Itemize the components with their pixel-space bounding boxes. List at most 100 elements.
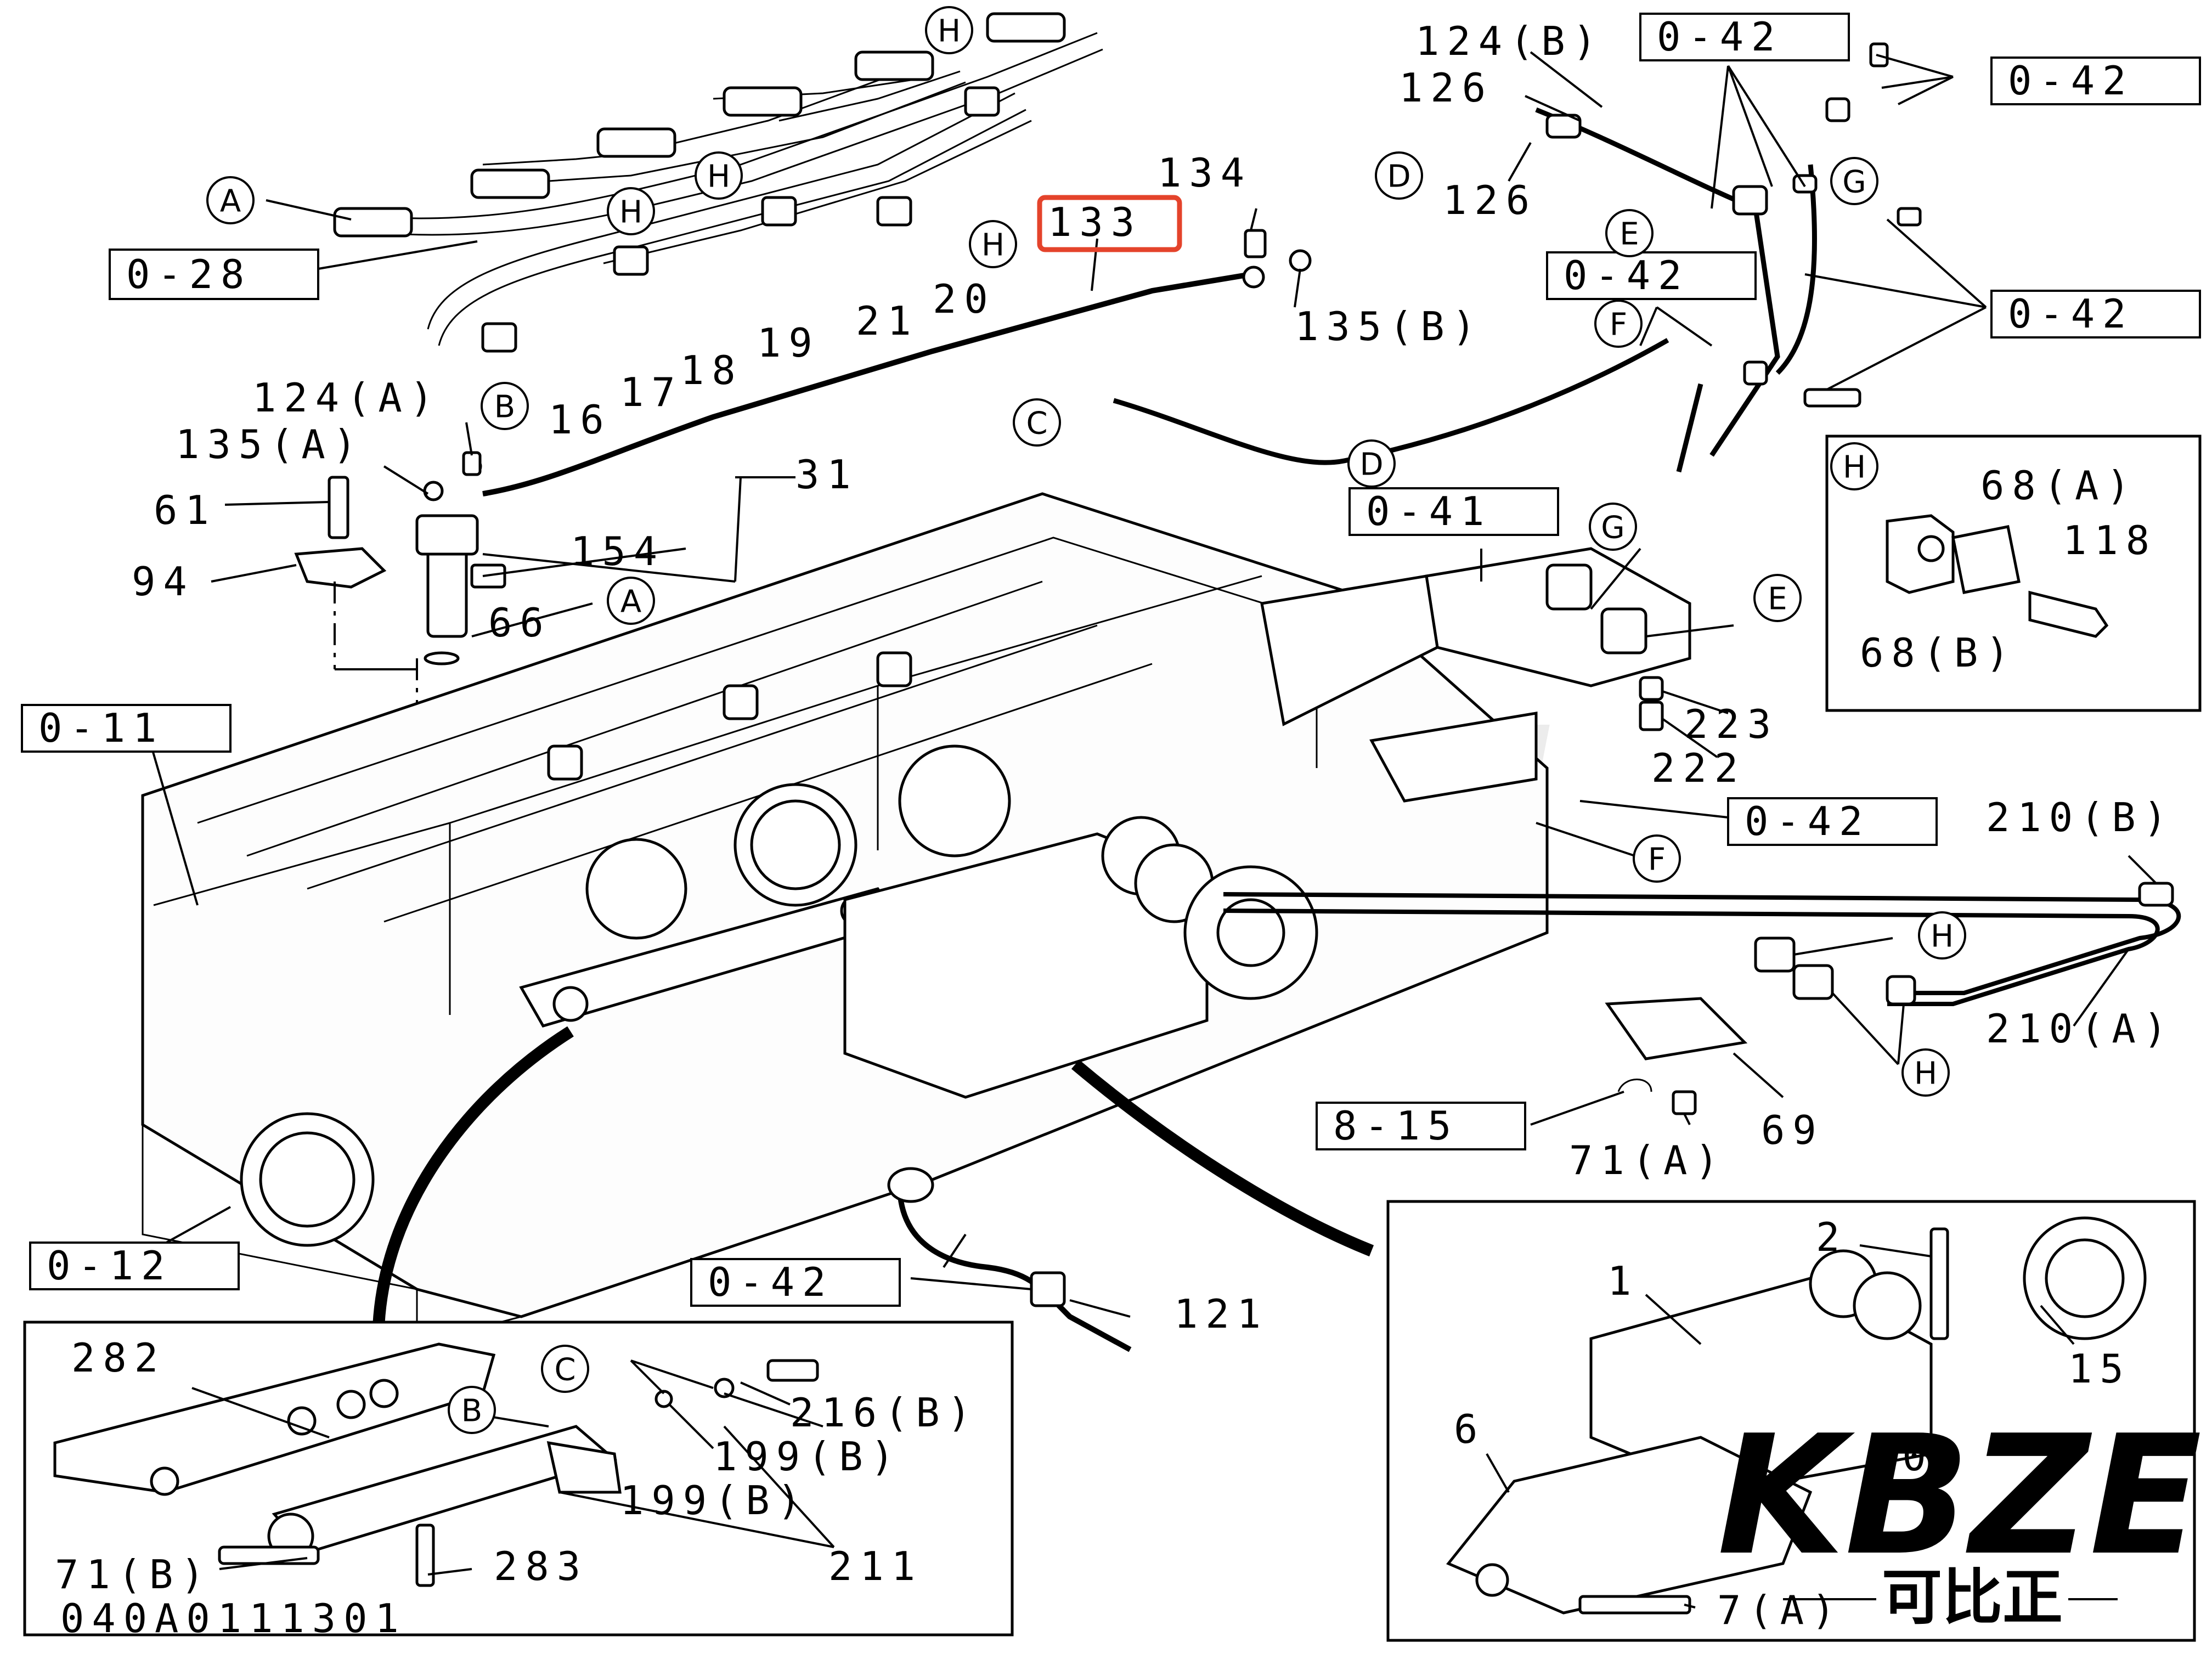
label-71b[interactable]: 71(B) xyxy=(55,1551,212,1598)
label-135a[interactable]: 135(A) xyxy=(176,421,364,467)
drawing-number: 040A0111301 xyxy=(60,1595,407,1641)
callout-e-mid[interactable]: E xyxy=(1768,582,1787,617)
label-134[interactable]: 134 xyxy=(1158,150,1252,196)
label-199b-upper[interactable]: 199(B) xyxy=(713,1434,902,1480)
ref-8-15: 8-15 xyxy=(1333,1103,1459,1149)
label-10[interactable]: 10 xyxy=(1871,1434,1934,1480)
callout-a-top[interactable]: A xyxy=(220,184,241,219)
nut-223 xyxy=(1639,676,1664,701)
label-18[interactable]: 18 xyxy=(680,347,743,393)
callout-h-1[interactable]: H xyxy=(619,195,642,230)
label-124a[interactable]: 124(A) xyxy=(252,375,441,421)
ref-0-41: 0-41 xyxy=(1366,488,1492,534)
callout-h-4[interactable]: H xyxy=(981,228,1005,263)
label-282[interactable]: 282 xyxy=(71,1335,166,1381)
ref-0-42-mid: 0-42 xyxy=(1564,252,1689,298)
injector-assembly xyxy=(294,476,506,856)
fuel-return-pipe-133 xyxy=(423,229,1312,501)
fuel-filter-bracket xyxy=(1260,547,1691,803)
ref-0-42-top-right: 0-42 xyxy=(2008,58,2134,104)
label-71a[interactable]: 71(A) xyxy=(1569,1137,1726,1183)
callout-h-2[interactable]: H xyxy=(938,14,961,49)
label-69[interactable]: 69 xyxy=(1761,1107,1824,1153)
label-6[interactable]: 6 xyxy=(1454,1406,1485,1452)
pipe-121 xyxy=(887,1167,1132,1352)
callout-d-top[interactable]: D xyxy=(1387,159,1410,195)
washer-135b xyxy=(1289,249,1312,272)
callout-f-mid[interactable]: F xyxy=(1648,842,1666,878)
label-61[interactable]: 61 xyxy=(154,487,217,533)
ref-0-42-right: 0-42 xyxy=(2008,291,2134,337)
label-121[interactable]: 121 xyxy=(1174,1291,1268,1337)
label-68a[interactable]: 68(A) xyxy=(1980,462,2138,509)
callout-b-inset[interactable]: B xyxy=(461,1393,482,1429)
inset-supply-pump xyxy=(1386,1200,2196,1642)
callout-e-top[interactable]: E xyxy=(1620,217,1639,252)
kbze-watermark: KBZE 可比正 xyxy=(1717,1400,2202,1633)
label-210a[interactable]: 210(A) xyxy=(1986,1006,2175,1052)
label-118[interactable]: 118 xyxy=(2063,517,2157,563)
label-19[interactable]: 19 xyxy=(757,320,820,366)
callout-c[interactable]: C xyxy=(1026,406,1047,442)
label-16[interactable]: 16 xyxy=(549,397,612,443)
ref-0-12: 0-12 xyxy=(47,1243,172,1289)
label-94[interactable]: 94 xyxy=(132,558,195,605)
ref-0-42-low: 0-42 xyxy=(708,1259,833,1305)
callout-f-top[interactable]: F xyxy=(1610,307,1627,343)
label-216b[interactable]: 216(B) xyxy=(790,1390,979,1436)
callout-g-mid[interactable]: G xyxy=(1601,510,1624,546)
bolt-134 xyxy=(1244,229,1267,258)
leader-lines xyxy=(131,51,2157,1609)
ref-0-42-fuel: 0-42 xyxy=(1745,798,1870,844)
label-15[interactable]: 15 xyxy=(2068,1346,2131,1392)
label-126-top[interactable]: 126 xyxy=(1399,65,1493,111)
callout-h-inset[interactable]: H xyxy=(1843,450,1866,486)
ref-0-11: 0-11 xyxy=(38,705,164,751)
sleeve-222 xyxy=(1639,701,1664,731)
label-20[interactable]: 20 xyxy=(933,276,996,322)
label-1[interactable]: 1 xyxy=(1607,1258,1639,1304)
part-labels: 134 135(B) 20 21 19 18 17 16 124(A) 135(… xyxy=(55,18,2175,1641)
callout-b-top[interactable]: B xyxy=(494,390,515,425)
label-154[interactable]: 154 xyxy=(571,528,665,574)
label-21[interactable]: 21 xyxy=(856,298,919,344)
bracket-69 xyxy=(1605,997,1748,1060)
label-211[interactable]: 211 xyxy=(828,1543,923,1589)
ref-0-42-top: 0-42 xyxy=(1657,14,1782,60)
label-68b[interactable]: 68(B) xyxy=(1860,630,2017,676)
highlight-box-133 xyxy=(1037,195,1182,252)
label-7a[interactable]: 7(A) xyxy=(1717,1587,1843,1633)
label-124b[interactable]: 124(B) xyxy=(1415,18,1604,64)
label-210b[interactable]: 210(B) xyxy=(1986,794,2175,840)
watermark-subtitle: 可比正 xyxy=(1882,1562,2063,1633)
label-199b-lower[interactable]: 199(B) xyxy=(620,1477,809,1523)
injection-pipe-assembly xyxy=(333,12,1103,353)
callout-a-injector[interactable]: A xyxy=(620,584,641,620)
callout-h-6[interactable]: H xyxy=(1914,1056,1937,1092)
callout-h-3[interactable]: H xyxy=(707,159,730,195)
label-2[interactable]: 2 xyxy=(1816,1214,1847,1260)
fuel-feed-pipes-right xyxy=(1113,42,1922,473)
label-126-bottom[interactable]: 126 xyxy=(1443,177,1537,223)
label-223[interactable]: 223 xyxy=(1684,701,1779,747)
label-17[interactable]: 17 xyxy=(620,369,683,415)
callout-d-mid[interactable]: D xyxy=(1359,447,1383,483)
supply-pump-center xyxy=(843,816,1318,1099)
clamp-94 xyxy=(294,547,387,589)
callout-c-inset[interactable]: C xyxy=(554,1352,575,1388)
label-31[interactable]: 31 xyxy=(795,452,859,498)
label-135b[interactable]: 135(B) xyxy=(1295,303,1483,349)
label-133[interactable]: 133 xyxy=(1048,199,1142,245)
callout-g-top[interactable]: G xyxy=(1842,165,1866,200)
inset-h xyxy=(1825,435,2202,712)
pipe-210 xyxy=(1223,882,2181,1115)
label-66[interactable]: 66 xyxy=(488,600,551,646)
callout-h-5[interactable]: H xyxy=(1931,919,1954,955)
label-283[interactable]: 283 xyxy=(494,1543,588,1589)
label-222[interactable]: 222 xyxy=(1651,745,1746,791)
watermark-brand: KBZE xyxy=(1717,1400,2202,1592)
ref-0-28: 0-28 xyxy=(126,251,252,297)
callout-letters: A H H H H B A C D D E F G G E F H H H C … xyxy=(206,6,1966,1434)
reference-boxes: 0-28 0-11 0-12 0-41 0-42 0-42 0-42 0-42 … xyxy=(21,13,2201,1307)
